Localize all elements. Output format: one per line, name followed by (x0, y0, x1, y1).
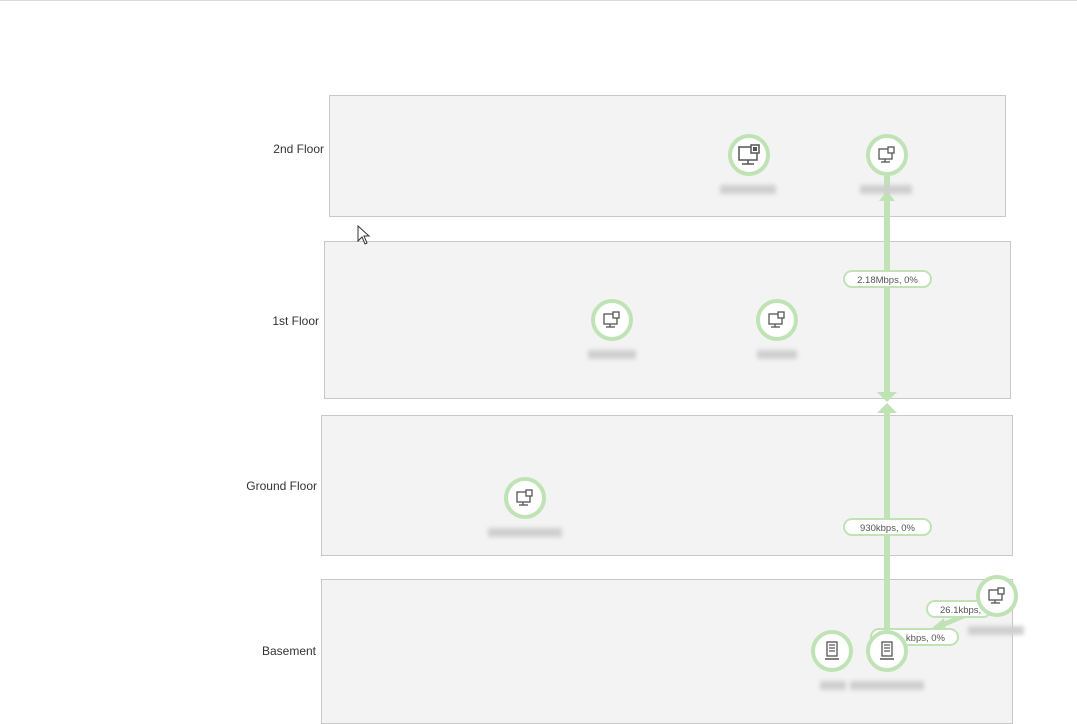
top-divider (0, 0, 1077, 1)
arrow-up-top (879, 191, 895, 201)
node-name-1st-floor-a: desktop (588, 350, 636, 359)
floor-label-basement: Basement (261, 644, 316, 658)
node-basement-server-a[interactable] (811, 630, 853, 672)
floor-basement[interactable] (321, 579, 1013, 724)
link-label-lower[interactable]: 930kbps, 0% (843, 518, 932, 536)
node-name-2nd-floor-b: workstation (860, 185, 912, 194)
server-icon (880, 641, 894, 660)
node-name-basement-workstation: workstation (968, 626, 1024, 635)
node-ground-floor-a[interactable] (504, 477, 546, 519)
floor-label-ground: Ground Floor (246, 479, 317, 493)
desktop-icon (738, 144, 760, 165)
arrow-up (877, 403, 897, 413)
node-1st-floor-a[interactable] (591, 299, 633, 341)
desktop-icon (878, 146, 895, 163)
server-icon (825, 641, 839, 660)
link-label-side[interactable]: 26.1kbps, (926, 600, 992, 618)
desktop-icon (516, 489, 533, 506)
floor-1st[interactable] (324, 241, 1011, 399)
desktop-icon (988, 587, 1005, 604)
node-name-1st-floor-b: desktop (757, 350, 797, 359)
desktop-icon (768, 311, 785, 328)
node-name-basement-server-b: server (850, 681, 924, 690)
desktop-icon (603, 311, 620, 328)
floor-label-2nd: 2nd Floor (273, 142, 324, 156)
floor-label-1st: 1st Floor (272, 314, 319, 328)
node-name-basement-server-a: server (820, 681, 846, 690)
node-2nd-floor-a[interactable] (728, 134, 770, 176)
node-name-ground-floor-a: workstation (488, 528, 562, 537)
mouse-cursor-icon (357, 225, 371, 245)
arrow-down (877, 392, 897, 402)
node-1st-floor-b[interactable] (756, 299, 798, 341)
node-basement-workstation[interactable] (976, 575, 1018, 617)
link-label-upper[interactable]: 2.18Mbps, 0% (843, 270, 932, 288)
node-basement-server-b[interactable] (866, 630, 908, 672)
node-name-2nd-floor-a: workstation (720, 185, 776, 194)
node-2nd-floor-b[interactable] (866, 134, 908, 176)
